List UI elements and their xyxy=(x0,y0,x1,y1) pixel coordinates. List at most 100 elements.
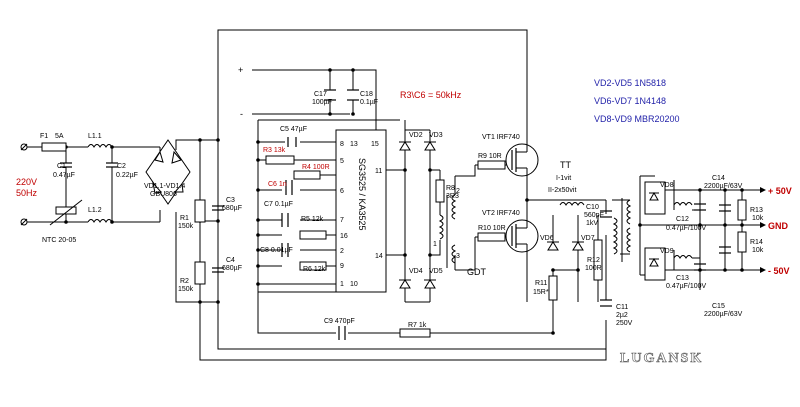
r1-label: R1 xyxy=(180,215,189,222)
mosfet-vt1 xyxy=(505,143,539,177)
tt-label: TT xyxy=(560,160,571,170)
c2-value: 0.22µF xyxy=(116,172,138,179)
c4-label: C4 xyxy=(226,257,235,264)
c18-value: 0.1µF xyxy=(360,99,378,106)
r5-label: R5 12k xyxy=(301,216,324,223)
r12-label: R12 xyxy=(587,257,600,264)
choke-l1-2 xyxy=(87,219,113,223)
c6-label: C6 1n xyxy=(268,181,287,188)
resistor-r1 xyxy=(194,199,206,223)
tt-winding-2: II-2x50vit xyxy=(548,187,576,194)
c8-label: C8 0.01µF xyxy=(260,247,293,254)
r3-label: R3 13k xyxy=(263,147,286,154)
resistor-r10 xyxy=(477,232,506,242)
r2-label: R2 xyxy=(180,278,189,285)
c7-label: C7 0.1µF xyxy=(264,201,293,208)
r8-value: 3R3 xyxy=(446,193,459,200)
gdt-winding-3: 3 xyxy=(456,253,460,260)
r12-value: 100R xyxy=(585,265,602,272)
diode-vd2 xyxy=(399,141,411,151)
gate-drive-transformer xyxy=(438,194,457,268)
ntc-thermistor xyxy=(49,199,83,226)
c13-label: C13 xyxy=(676,275,689,282)
f1-value: 5A xyxy=(55,133,64,140)
c15-value: 2200µF/63V xyxy=(704,311,743,318)
capacitor-c8 xyxy=(281,243,289,257)
r1-value: 150k xyxy=(178,223,194,230)
c11-voltage: 250V xyxy=(616,320,633,327)
output-plus50: + 50V xyxy=(768,186,792,196)
r11-value: 15R* xyxy=(533,289,549,296)
gdt-label: GDT xyxy=(467,267,487,277)
diode-vd3 xyxy=(424,141,436,151)
r4-label: R4 100R xyxy=(302,164,330,171)
diode-vd5 xyxy=(424,279,436,289)
c14-value: 2200µF/63V xyxy=(704,183,743,190)
c1-label: C1 xyxy=(57,163,66,170)
plus-label: + xyxy=(238,65,243,75)
c12-value: 0.47µF/100V xyxy=(666,225,707,232)
c4-value: 680µF xyxy=(222,265,242,272)
vd8-label: VD8 xyxy=(660,182,674,189)
text-labels: R3\C6 = 50kHz VD2-VD5 1N5818 VD6-VD7 1N4… xyxy=(16,65,792,329)
r6-label: R6 12k xyxy=(303,266,326,273)
capacitor-c18 xyxy=(347,89,359,101)
r2-value: 150k xyxy=(178,286,194,293)
vd6-label: VD6 xyxy=(540,235,554,242)
vt2-label: VT2 IRF740 xyxy=(482,210,520,217)
capacitor-c12 xyxy=(694,203,706,211)
resistor-r12 xyxy=(593,239,603,281)
minus-label: - xyxy=(240,109,243,119)
l12-label: L1.2 xyxy=(88,207,102,214)
resistor-r9 xyxy=(477,160,506,170)
c10-voltage: 1kV xyxy=(586,220,598,227)
vt1-label: VT1 IRF740 xyxy=(482,134,520,141)
diode-vd4 xyxy=(399,279,411,289)
c10-value: 560pF xyxy=(584,212,604,219)
capacitor-c4 xyxy=(212,267,224,273)
capacitor-c17 xyxy=(324,89,336,101)
ic-pin-5: 5 xyxy=(340,158,344,165)
diode-vd6 xyxy=(547,241,559,251)
diode-vd9 xyxy=(644,247,666,281)
capacitor-c1 xyxy=(60,160,72,180)
fuse-f1 xyxy=(41,142,67,152)
note-vd2-vd5: VD2-VD5 1N5818 xyxy=(594,78,666,88)
resistor-r4 xyxy=(293,170,321,180)
capacitor-c6 xyxy=(285,180,293,195)
capacitor-c9 xyxy=(338,326,346,340)
l11-label: L1.1 xyxy=(88,133,102,140)
c11-value: 2µ2 xyxy=(616,312,628,319)
c9-label: C9 470pF xyxy=(324,318,355,325)
ic-pin-16: 16 xyxy=(340,233,348,240)
c18-label: C18 xyxy=(360,91,373,98)
note-vd6-vd7: VD6-VD7 1N4148 xyxy=(594,96,666,106)
output-gnd: GND xyxy=(768,221,789,231)
r11-label: R11 xyxy=(535,280,547,287)
capacitor-c14 xyxy=(719,204,731,212)
diode-vd8 xyxy=(644,181,666,215)
r9-label: R9 10R xyxy=(478,153,502,160)
output-minus50: - 50V xyxy=(768,266,790,276)
r8-label: R8 xyxy=(446,185,455,192)
resistor-r5 xyxy=(299,230,327,240)
choke-output-top xyxy=(673,202,693,206)
ic-pin-10: 10 xyxy=(350,281,358,288)
capacitor-c5 xyxy=(287,137,297,147)
c5-label: C5 47µF xyxy=(280,126,307,133)
ic-pin-11: 11 xyxy=(375,168,382,175)
capacitor-c13 xyxy=(694,263,706,271)
vd3-label: VD3 xyxy=(429,132,443,139)
capacitor-c3 xyxy=(212,205,224,211)
c17-label: C17 xyxy=(314,91,327,98)
watermark: LUGANSK xyxy=(620,351,703,366)
capacitor-c15 xyxy=(719,246,731,254)
capacitor-c7 xyxy=(281,213,289,227)
mains-terminals xyxy=(20,143,28,226)
ic-sg3525 xyxy=(335,129,387,293)
note-vd8-vd9: VD8-VD9 MBR20200 xyxy=(594,114,680,124)
power-transformer-tt xyxy=(559,198,632,262)
vd7-label: VD7 xyxy=(581,235,595,242)
ntc-label: NTC 20-05 xyxy=(42,237,76,244)
